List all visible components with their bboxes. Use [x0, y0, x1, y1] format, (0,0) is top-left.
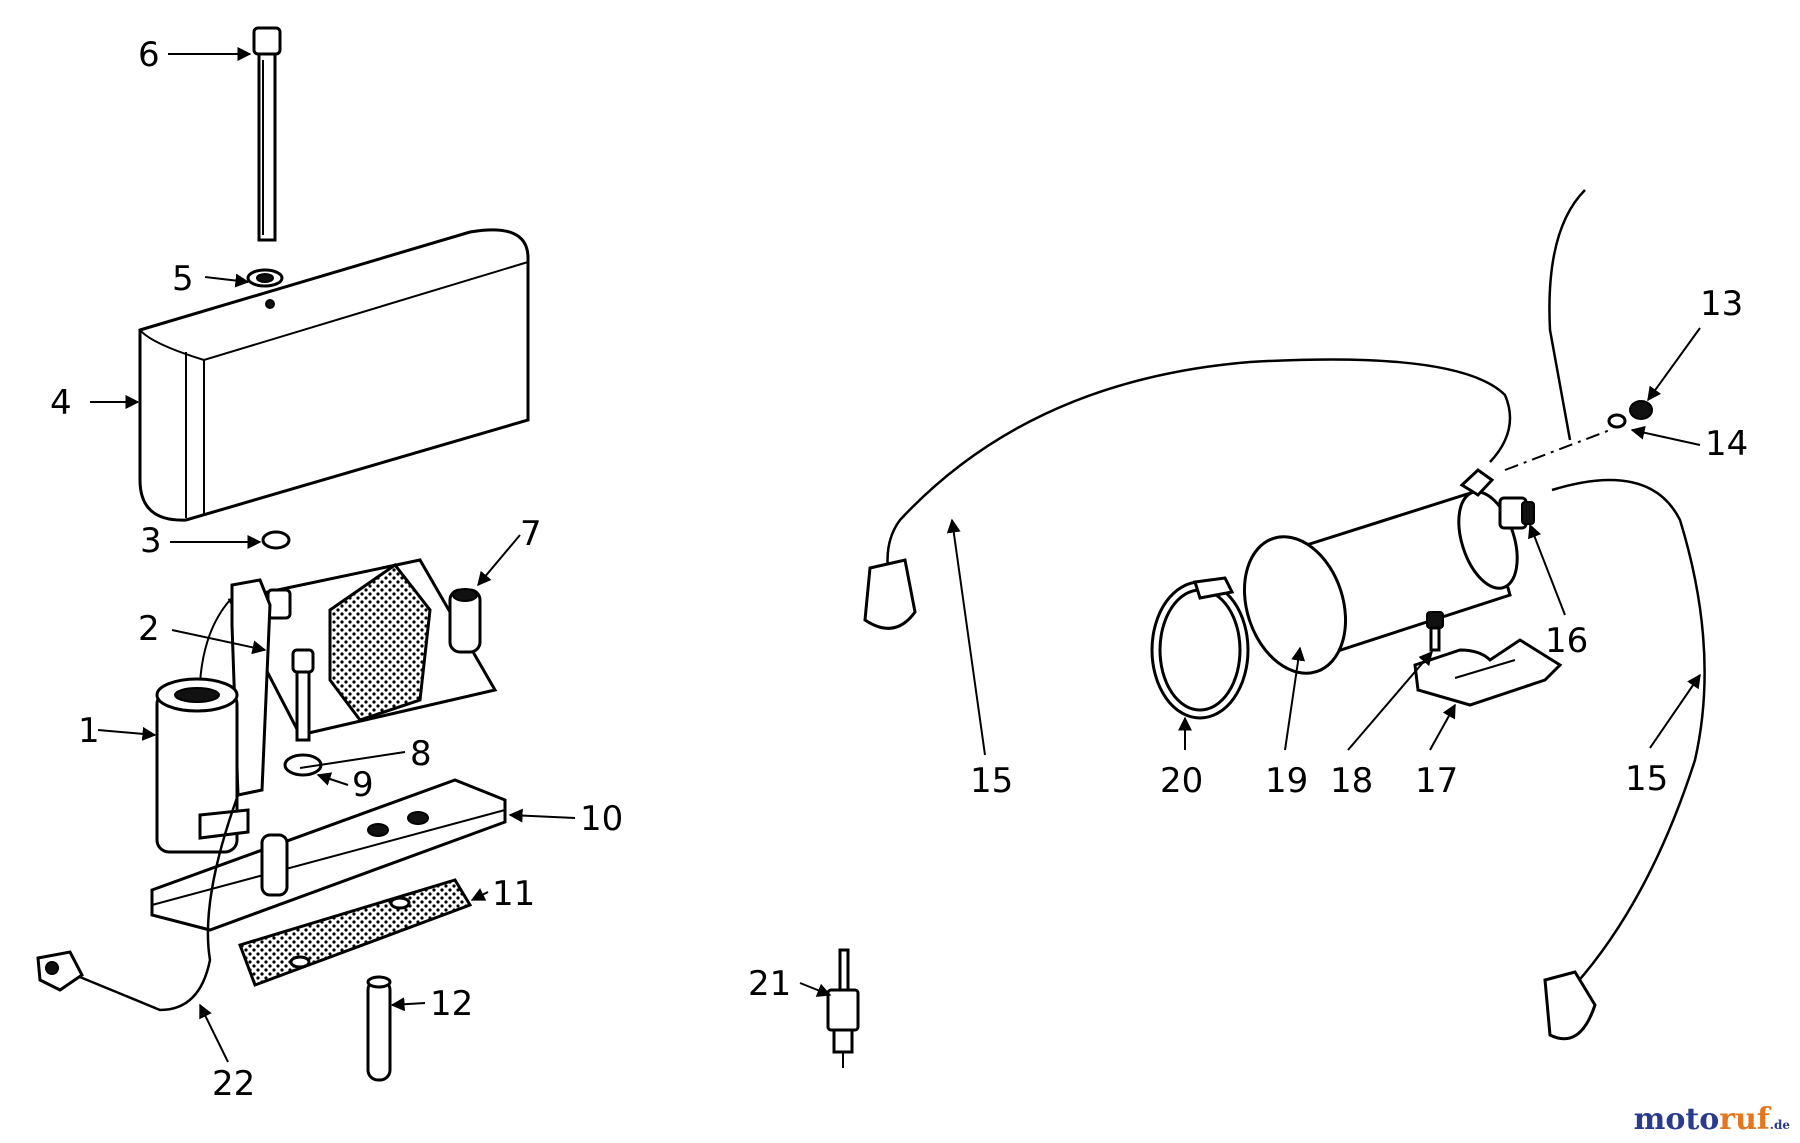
- gasket-part-11: [238, 878, 473, 987]
- ht-lead-right-part-15: [1543, 478, 1706, 1041]
- callout-13: 13: [1700, 284, 1743, 324]
- cover-box-part-4: [138, 228, 530, 522]
- terminal-part-16: [1498, 496, 1535, 530]
- callout-6: 6: [138, 35, 160, 75]
- screw-part-18: [1426, 611, 1444, 652]
- callout-8: 8: [410, 734, 432, 774]
- callout-5: 5: [172, 259, 194, 299]
- ground-wire-part-22: [36, 794, 240, 1012]
- ignition-coil-part-19: [1242, 468, 1519, 675]
- watermark-suffix: .de: [1769, 1118, 1790, 1132]
- condenser-part-1: [155, 677, 250, 854]
- callout-12: 12: [430, 984, 473, 1024]
- callout-9: 9: [352, 765, 374, 805]
- spark-plug-part-21: [826, 948, 860, 1068]
- bracket-part-17: [1413, 638, 1563, 707]
- callout-10: 10: [580, 799, 623, 839]
- callout-19: 19: [1265, 761, 1308, 801]
- watermark-part2: ruf: [1719, 1102, 1770, 1137]
- pin-part-12: [366, 975, 392, 1082]
- callout-22: 22: [212, 1064, 255, 1104]
- callout-15-left: 15: [970, 761, 1013, 801]
- washer-part-14: [1607, 413, 1627, 429]
- callout-21: 21: [748, 964, 791, 1004]
- callout-18: 18: [1330, 761, 1373, 801]
- callout-14: 14: [1705, 424, 1748, 464]
- watermark-logo: motoruf.de: [1634, 1102, 1790, 1137]
- callout-1: 1: [78, 711, 100, 751]
- callout-7: 7: [520, 514, 542, 554]
- callout-16: 16: [1545, 621, 1588, 661]
- watermark-part1: moto: [1633, 1102, 1720, 1137]
- callout-4: 4: [50, 383, 72, 423]
- leader-lines: [90, 47, 1701, 1063]
- callout-15-right: 15: [1625, 759, 1668, 799]
- callout-2: 2: [138, 609, 160, 649]
- callout-17: 17: [1415, 761, 1458, 801]
- callout-11: 11: [492, 874, 535, 914]
- ring-part-3: [261, 530, 291, 550]
- clamp-band-part-20: [1150, 576, 1250, 720]
- callout-20: 20: [1160, 761, 1203, 801]
- breaker-mechanism: [198, 558, 498, 797]
- primary-wire: [1504, 189, 1611, 471]
- bolt-part-6: [252, 26, 282, 242]
- nut-part-13: [1629, 400, 1653, 420]
- ht-lead-left-part-15: [863, 358, 1512, 630]
- callout-3: 3: [140, 521, 162, 561]
